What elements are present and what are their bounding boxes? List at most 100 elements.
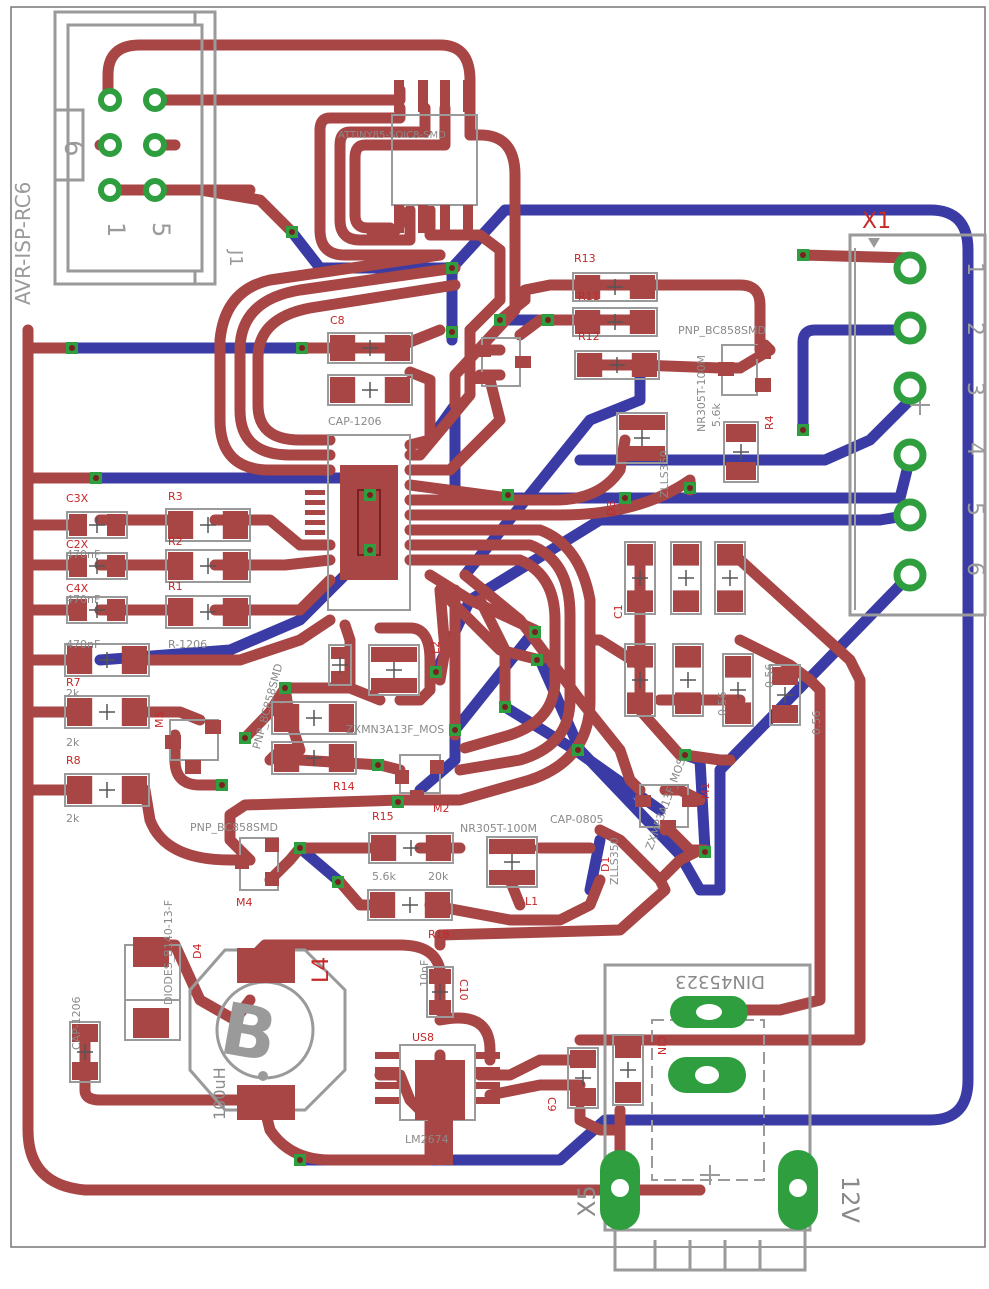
label-c2x: C2X (66, 538, 89, 551)
smd-component (327, 332, 413, 364)
smd-component (327, 374, 413, 406)
din-pad-holes (611, 1004, 807, 1197)
label-r8: R8 (66, 754, 81, 767)
label-r14: R14 (333, 780, 355, 793)
label-r056-a: 0.56 (763, 664, 776, 689)
via-hole (395, 799, 401, 805)
x1-pin-1: 1 (962, 262, 987, 276)
label-nr1: NR305T-100M (695, 355, 708, 432)
label-x5: X5 (573, 1185, 601, 1217)
label-c4x: C4X (66, 582, 89, 595)
label-r15: R15 (372, 810, 394, 823)
label-l4: L4 (309, 957, 334, 983)
din-pads (600, 996, 818, 1230)
label-r12: R12 (578, 330, 600, 343)
label-470nf-b: 470nF (66, 593, 100, 606)
label-r1: R1 (168, 580, 183, 593)
label-m2: M2 (433, 802, 450, 815)
smd-component (567, 1047, 599, 1109)
label-470nf-c: 470nF (66, 638, 100, 651)
label-cap1206b: CAP-1206 (70, 996, 83, 1050)
via-hole (299, 345, 305, 351)
isp-header (53, 10, 217, 286)
label-pnp3: PNP_BC858SMD (190, 821, 278, 834)
label-r13: R13 (574, 252, 596, 265)
smd-component (672, 643, 704, 717)
x1-pin-numbers: 1 2 3 4 5 6 (962, 262, 987, 576)
isp-header-title: AVR-ISP-RC6 (11, 182, 35, 305)
smd-component (574, 350, 660, 380)
isp-pin6-label: 6 (58, 140, 88, 157)
via-hole (800, 427, 806, 433)
smd-component (769, 664, 801, 726)
label-r8-val: 2k (66, 812, 80, 825)
isp-pin1-label: 1 (102, 222, 130, 237)
smd-component (714, 541, 746, 615)
x1-pin-4: 4 (962, 442, 987, 456)
label-r3: R3 (168, 490, 183, 503)
via-hole (297, 1157, 303, 1163)
main-mcu (305, 434, 436, 611)
label-r15-val: 5.6k (372, 870, 396, 883)
smd-component (572, 307, 658, 337)
label-cap0805: CAP-0805 (550, 813, 604, 826)
via-hole (575, 747, 581, 753)
smd-components (64, 272, 801, 1109)
label-r18-val: 20k (428, 870, 449, 883)
via-hole (69, 345, 75, 351)
via-hole (93, 475, 99, 481)
label-r18: R18 (428, 928, 450, 941)
label-d1: D1 (599, 857, 612, 872)
smd-component (165, 508, 251, 542)
smd-component (64, 643, 150, 677)
label-cin: CIN (655, 1036, 668, 1055)
label-lm2674: LM2674 (405, 1133, 449, 1146)
label-c9: C9 (545, 1097, 558, 1112)
via-hole (289, 229, 295, 235)
label-d3: D3 (605, 501, 618, 516)
label-d4: D4 (191, 944, 204, 959)
via-hole (800, 252, 806, 258)
x1-pin-2: 2 (962, 322, 987, 336)
via-hole (545, 317, 551, 323)
j1-label: J1 (225, 249, 246, 267)
label-r2: R2 (168, 535, 183, 548)
label-m5: M5 (153, 712, 166, 729)
transistor-pads (165, 345, 771, 886)
isp-header-labels: AVR-ISP-RC6 6 1 5 J1 (11, 140, 246, 305)
svg-text:B: B (214, 986, 283, 1078)
diode-d4 (124, 937, 181, 1041)
smd-component (69, 1021, 101, 1083)
attiny85-chip: ATTINY85-SOIC8-SMD (338, 80, 478, 233)
inductor-l4: B (188, 948, 347, 1120)
label-12v: 12V (836, 1176, 864, 1224)
top-copper-traces (22, 39, 916, 1196)
x1-pin-3: 3 (962, 382, 987, 396)
label-m4: M4 (236, 896, 253, 909)
label-zxm1: ZXMN3A13F_MOS (346, 723, 444, 736)
smd-component (66, 552, 128, 580)
label-zlls1: ZLLS350 (658, 450, 671, 498)
label-r6-val: 2k (66, 736, 80, 749)
via-hole (367, 547, 373, 553)
via-hole (534, 657, 540, 663)
label-us8: US8 (412, 1031, 434, 1044)
smd-component (670, 541, 702, 615)
smd-component (271, 701, 357, 735)
label-r7-val: 2k (66, 687, 80, 700)
smd-component (271, 741, 357, 775)
label-470nf-a: 470nF (66, 548, 100, 561)
via-hole (282, 685, 288, 691)
smd-component (66, 596, 128, 624)
label-c8: C8 (330, 314, 345, 327)
board-outline (10, 6, 986, 1248)
label-c1: C1 (612, 604, 625, 619)
via-hole (622, 495, 628, 501)
label-r4-val: 5.6k (710, 403, 723, 427)
smd-component (165, 595, 251, 629)
via-hole (242, 735, 248, 741)
connector-x1: X1 (848, 209, 987, 617)
label-100uh: 100uH (210, 1067, 229, 1120)
label-c3x: C3X (66, 492, 89, 505)
smd-component (66, 511, 128, 539)
